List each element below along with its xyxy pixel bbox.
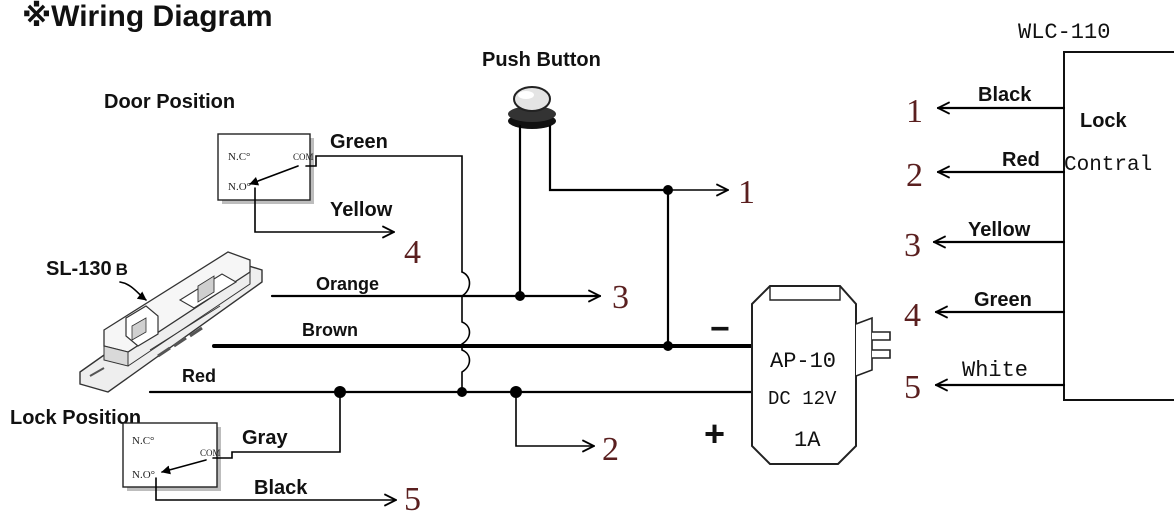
controller-terminal-5: White 5 [904, 358, 1066, 406]
lock-switch-nc-label: N.C° [132, 435, 154, 447]
lock-gray-wire [212, 391, 341, 459]
lock-black-label: Black [254, 477, 308, 499]
door-green-crossover-2 [461, 295, 471, 391]
door-yellow-number: 4 [404, 234, 421, 271]
door-green-label: Green [330, 131, 388, 153]
red-wire-label: Red [182, 366, 216, 386]
power-minus-symbol: − [710, 310, 730, 348]
lock-black-number: 5 [404, 481, 421, 513]
terminal-2-number: 2 [906, 157, 923, 194]
power-plus-symbol: + [704, 413, 725, 454]
power-supply-current: 1A [794, 428, 821, 453]
terminal-1-wire: Black [978, 84, 1032, 106]
controller-terminal-3: Yellow 3 [904, 219, 1066, 264]
sensor-label-main: SL-130 [46, 258, 112, 280]
controller-box [1063, 51, 1174, 401]
output-2-arrow [515, 391, 594, 446]
door-switch-nc-label: N.C° [228, 151, 250, 163]
sensor-label-suffix: B [116, 260, 128, 279]
door-yellow-label: Yellow [330, 199, 393, 221]
terminal-3-number: 3 [904, 227, 921, 264]
diagram-title: ※Wiring Diagram [22, 0, 273, 33]
door-yellow-wire [254, 187, 394, 232]
lock-position-title: Lock Position [10, 407, 141, 429]
door-switch-contact [249, 165, 299, 186]
door-green-wire [305, 155, 463, 273]
controller-terminal-2: Red 2 [906, 149, 1066, 194]
sensor-pointer [119, 281, 147, 301]
push-button-wire-b [548, 124, 670, 192]
door-position-title: Door Position [104, 91, 235, 113]
terminal-4-number: 4 [904, 297, 921, 334]
lock-black-wire [155, 477, 396, 500]
controller-label-line2: Contral [1064, 154, 1152, 177]
door-switch-no-label: N.O° [228, 181, 251, 193]
push-button-cap [513, 86, 551, 112]
controller-terminal-4: Green 4 [904, 289, 1066, 334]
door-position-switch: Door Position N.C° COM N.O° [104, 91, 314, 204]
lock-position-switch: Lock Position N.C° COM N.O° [10, 407, 221, 491]
brown-wire-label: Brown [302, 320, 358, 340]
lock-switch-no-label: N.O° [132, 469, 155, 481]
door-switch-com-label: COM [293, 152, 314, 162]
controller-label-line1: Lock [1080, 110, 1128, 132]
terminal-2-wire: Red [1002, 149, 1040, 171]
lock-body-illustration [79, 251, 263, 393]
lock-switch-com-label: COM [200, 448, 221, 458]
terminal-5-number: 5 [904, 369, 921, 406]
lock-switch-contact [161, 459, 207, 475]
brown-junction [663, 341, 673, 351]
terminal-3-wire: Yellow [968, 219, 1031, 241]
orange-wire-number: 3 [612, 279, 629, 316]
door-green-crossover-1 [461, 271, 471, 297]
controller-model: WLC-110 [1018, 20, 1110, 45]
power-supply-ap-10: AP-10 DC 12V 1A [751, 285, 891, 465]
push-button-highlight [518, 91, 534, 99]
orange-wire-label: Orange [316, 274, 379, 294]
terminal-4-wire: Green [974, 289, 1032, 311]
red-wire-number: 2 [602, 431, 619, 468]
terminal-5-wire: White [962, 358, 1028, 383]
controller-wlc-110: WLC-110 Lock Contral [1018, 20, 1174, 401]
orange-junction [515, 291, 525, 301]
output-1-number: 1 [738, 174, 755, 211]
push-button-ring [508, 106, 556, 122]
power-supply-model: AP-10 [770, 349, 836, 374]
lock-gray-label: Gray [242, 427, 288, 449]
terminal-1-number: 1 [906, 93, 923, 130]
power-supply-prongs [872, 331, 891, 359]
push-button: Push Button [482, 49, 670, 298]
power-supply-voltage: DC 12V [768, 388, 837, 410]
power-supply-plug-housing [855, 316, 873, 377]
push-button-label: Push Button [482, 49, 601, 71]
power-supply-body [751, 285, 857, 465]
lock-switch-box [122, 422, 218, 488]
controller-terminal-1: Black 1 [906, 84, 1066, 130]
